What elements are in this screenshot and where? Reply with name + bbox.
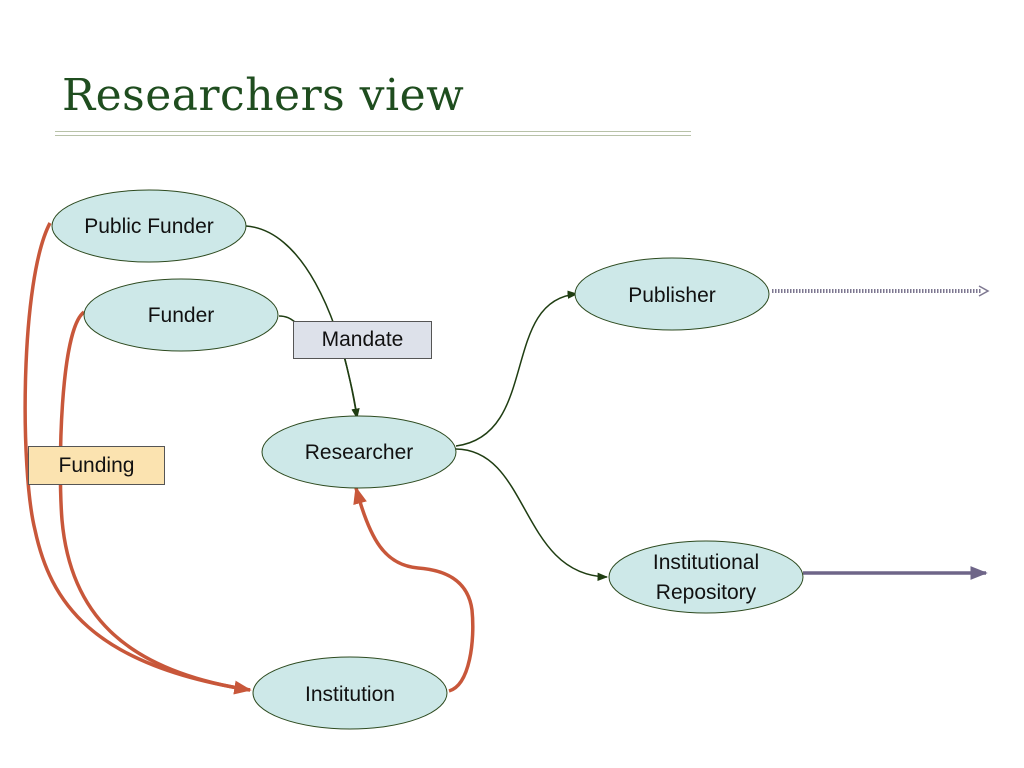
- mandate-label: Mandate: [321, 328, 404, 351]
- publisher-node: [574, 257, 770, 331]
- funder-label: Funder: [147, 304, 215, 327]
- title-divider: [55, 131, 691, 132]
- mandate-box: Mandate: [293, 321, 432, 359]
- funding-box: Funding: [28, 446, 165, 485]
- publisher-outgoing-arrowhead: [978, 285, 990, 297]
- institution-to-researcher-arrow: [353, 486, 475, 693]
- title-divider-secondary: [55, 135, 691, 136]
- mandate-to-researcher-connector: [344, 358, 358, 419]
- institution-node: [252, 656, 448, 730]
- publisher-label: Publisher: [628, 284, 716, 307]
- funder-to-institution-arrow: [58, 310, 251, 692]
- researcher-to-repository-arrow: [455, 448, 609, 581]
- researcher-label: Researcher: [304, 441, 414, 464]
- researcher-node: [261, 415, 457, 489]
- repository-label-line2: Repository: [655, 581, 757, 604]
- public-funder-node: [51, 189, 247, 263]
- slide-title: Researchers view: [62, 70, 465, 121]
- repository-node: [608, 540, 804, 614]
- repository-label-line1: Institutional: [652, 551, 760, 574]
- funder-node: [83, 278, 279, 352]
- funding-label: Funding: [58, 453, 135, 477]
- public-funder-label: Public Funder: [84, 215, 214, 238]
- public-funder-to-institution-arrow: [23, 222, 252, 695]
- researcher-to-publisher-arrow: [455, 290, 579, 447]
- institution-label: Institution: [305, 683, 395, 706]
